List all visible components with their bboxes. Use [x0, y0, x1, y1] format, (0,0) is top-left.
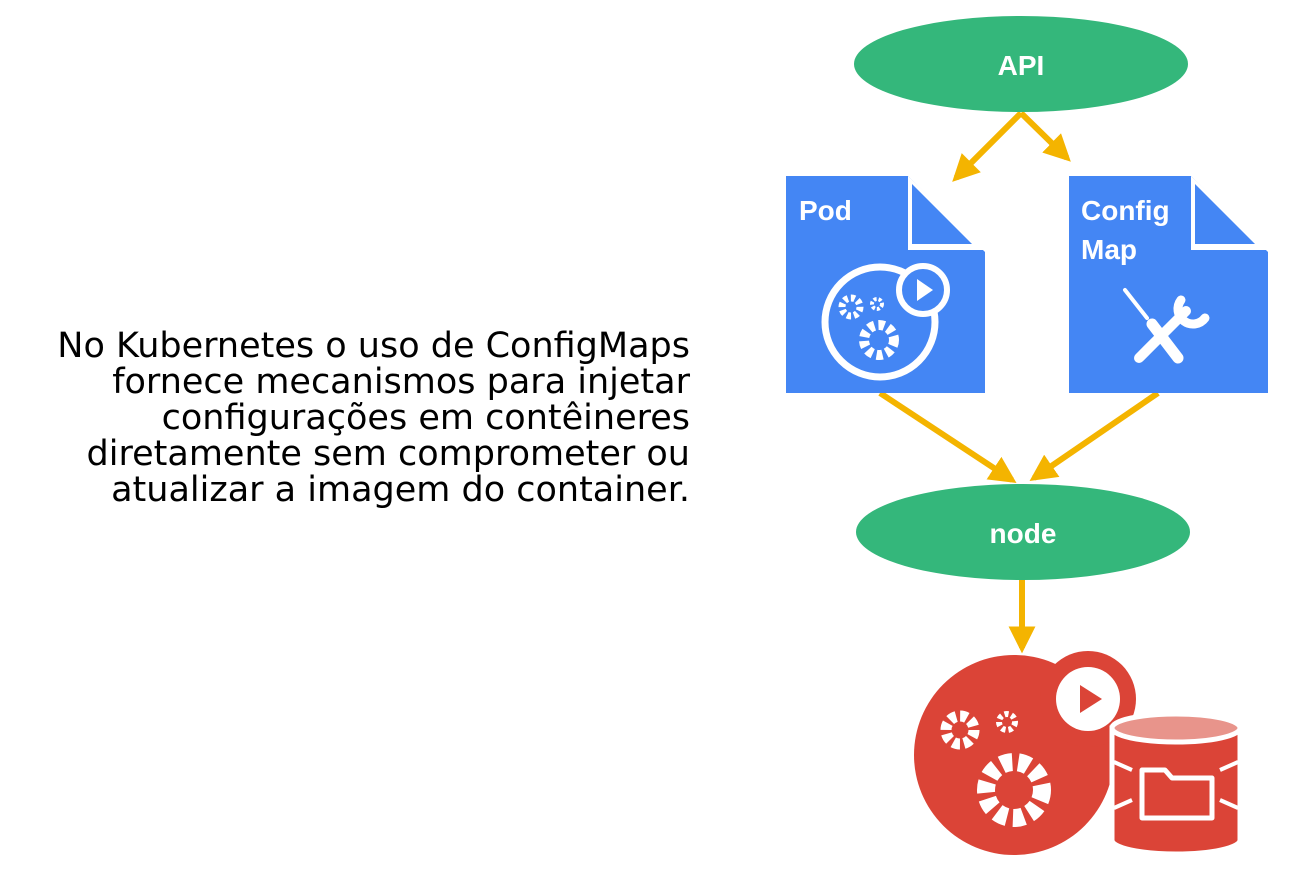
pod-document: Pod [786, 176, 985, 393]
configmap-label-line2: Map [1081, 234, 1137, 265]
description-line-1: No Kubernetes o uso de ConfigMaps [57, 326, 690, 366]
description-line-3: configurações em contêineres [161, 398, 690, 438]
storage-cylinder-icon [1109, 711, 1243, 857]
storage-ring-2 [1113, 798, 1239, 810]
description-line-2: fornece mecanismos para injetar [112, 362, 690, 402]
description-line-5: atualizar a imagem do container. [111, 470, 690, 510]
container-gears-storage-icon [914, 651, 1243, 857]
gear-medium-icon [838, 294, 864, 320]
node-ellipse [856, 484, 1190, 580]
pod-fold-inner [912, 184, 972, 244]
storage-body [1109, 725, 1243, 857]
storage-ring-1 [1113, 760, 1239, 772]
api-label: API [998, 50, 1045, 81]
gear-large-icon [859, 320, 899, 360]
description-line-4: diretamente sem comprometer ou [86, 434, 690, 474]
container-gear-medium-icon [940, 710, 980, 750]
gear-small-icon [870, 297, 884, 311]
wrench-head [1173, 295, 1210, 329]
arrow-api-to-pod [952, 110, 1024, 182]
screwdriver-handle [1146, 318, 1184, 364]
container-gear-small-icon [996, 711, 1018, 733]
screwdriver-shaft [1123, 288, 1149, 320]
description-text: No Kubernetes o uso de ConfigMaps fornec… [40, 328, 690, 508]
pod-icon-ring [821, 263, 939, 381]
arrow-configmap-to-node [1029, 390, 1160, 482]
container-play-icon [1080, 685, 1102, 713]
folder-icon [1139, 767, 1215, 821]
configmap-label-line1: Config [1081, 195, 1170, 226]
wrench-screwdriver-icon [1123, 288, 1210, 364]
flow-arrows [878, 110, 1160, 654]
pod-label: Pod [799, 195, 852, 226]
play-icon [917, 279, 933, 301]
configmap-fold-inner [1195, 184, 1255, 244]
arrow-api-to-configmap [1018, 110, 1071, 162]
configmap-document: Config Map [1069, 176, 1268, 393]
node-label: node [990, 518, 1057, 549]
container-gear-large-icon [977, 753, 1051, 827]
api-ellipse [854, 16, 1188, 112]
node-node: node [856, 484, 1190, 580]
api-node: API [854, 16, 1188, 112]
arrow-pod-to-node [878, 390, 1017, 483]
pod-gears-play-icon [821, 263, 950, 381]
storage-top [1109, 711, 1243, 745]
